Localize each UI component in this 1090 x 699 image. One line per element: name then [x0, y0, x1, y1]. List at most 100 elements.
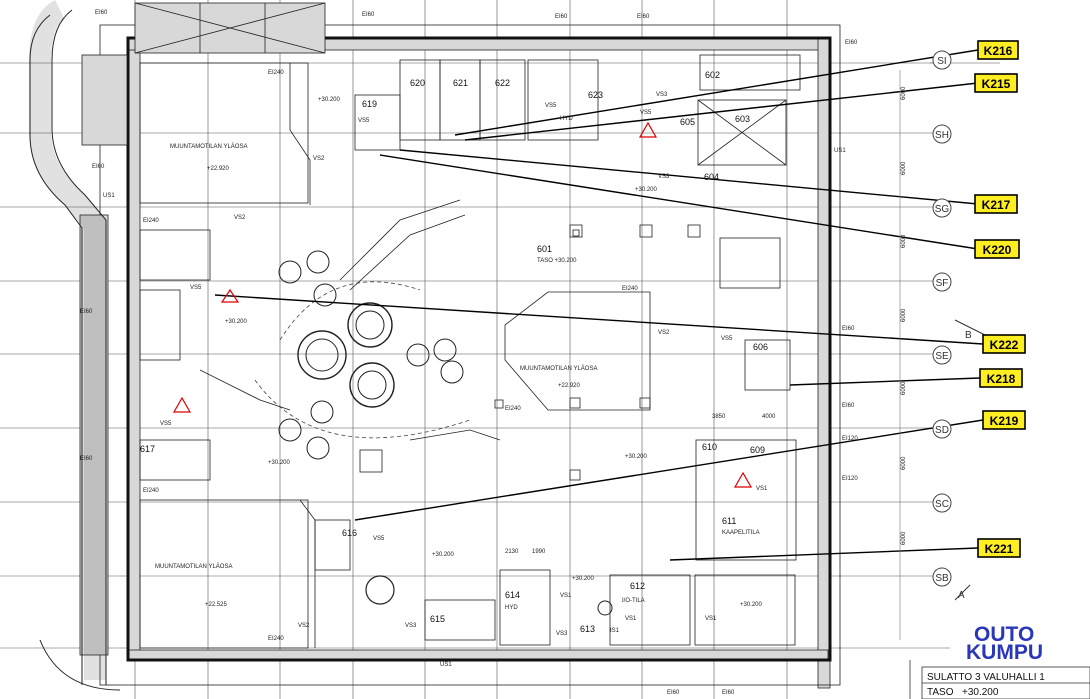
- room-611: 611: [722, 516, 736, 526]
- callout-k217: K217: [974, 194, 1018, 214]
- tag-ei240-5: EI240: [143, 488, 159, 494]
- dim-sf-se: 6000: [901, 308, 907, 322]
- tag-vs3-3: VS3: [405, 623, 417, 629]
- title-block: SULATTO 3 VALUHALLI 1 TASO +30.200: [909, 660, 1090, 699]
- room-partitions: [139, 54, 801, 649]
- callout-tags: K216 K215 K217 K220 K222 K218 K219 K221: [974, 40, 1026, 558]
- tag-us1-3: US1: [440, 662, 452, 668]
- tag-vs1-4: VS1: [705, 616, 717, 622]
- room-numbers: 601 603 604 605 606 609 610 611 612 613 …: [140, 70, 768, 634]
- axis-sb: [932, 567, 952, 587]
- dim-sd-sc: 6000: [901, 456, 907, 470]
- tag-vs1-1: VS1: [756, 486, 768, 492]
- tag-ei240-1: EI240: [268, 70, 284, 76]
- dim-sh-sg: 6000: [901, 161, 907, 175]
- level-8: +30.200: [635, 187, 658, 193]
- wall-tags: EI60 EI60 EI60 EI60 EI60 EI60 EI60 EI60 …: [80, 10, 858, 696]
- room-619: 619: [362, 99, 377, 109]
- label-lower-left-room: MUUNTAMOTILAN YLÄOSA: [155, 563, 232, 570]
- tag-ei60-1: EI60: [95, 10, 108, 16]
- tag-vs1-3: VS1: [625, 616, 637, 622]
- room-602: 602: [705, 70, 720, 80]
- title-block-line1: SULATTO 3 VALUHALLI 1: [927, 672, 1045, 683]
- tag-vs5-2: VS5: [358, 118, 370, 124]
- tag-ei60-8: EI60: [80, 456, 93, 462]
- callout-k215: K215: [974, 73, 1018, 93]
- callout-leaders: [214, 49, 984, 561]
- tag-ei60-6: EI60: [92, 164, 105, 170]
- axis-sf: [932, 272, 952, 292]
- level-3: +30.200: [268, 460, 291, 466]
- tag-vs5-5: VS5: [160, 421, 172, 427]
- tag-us1-1: US1: [103, 193, 115, 199]
- room-614: 614: [505, 590, 520, 600]
- dim-sg-sf: 6000: [901, 234, 907, 248]
- callout-k219-label: K219: [990, 414, 1019, 428]
- room-616: 616: [342, 528, 357, 538]
- tag-vs1-2: VS1: [560, 593, 572, 599]
- axis-label-sf: SF: [936, 278, 949, 289]
- tag-vs3-4: VS3: [556, 631, 568, 637]
- building-walls: [79, 2, 841, 689]
- label-taso-601: TASO +30.200: [537, 258, 577, 264]
- room-623: 623: [588, 90, 603, 100]
- tag-ei60-3: EI60: [555, 14, 568, 20]
- dim-3850: 3850: [712, 414, 726, 420]
- axis-sc: [932, 493, 952, 513]
- room-615: 615: [430, 614, 445, 624]
- room-604: 604: [704, 172, 719, 182]
- callout-k217-label: K217: [982, 198, 1011, 212]
- logo-text-bottom: KUMPU: [966, 641, 1043, 664]
- tag-vs5-7: VS5: [373, 536, 385, 542]
- room-606: 606: [753, 342, 768, 352]
- tag-ei240-6: EI240: [268, 636, 284, 642]
- callout-k222-label: K222: [990, 338, 1019, 352]
- axis-sg: [932, 198, 952, 218]
- room-622: 622: [495, 78, 510, 88]
- tag-ei240-2: EI240: [143, 218, 159, 224]
- axis-label-sc: SC: [935, 499, 949, 510]
- label-io-tila: I/O-TILA: [622, 598, 645, 604]
- title-block-taso-label: TASO: [927, 687, 954, 698]
- tag-ei60-10: EI60: [842, 403, 855, 409]
- room-613: 613: [580, 624, 595, 634]
- callout-k220: K220: [974, 239, 1020, 259]
- callout-k222: K222: [982, 334, 1026, 354]
- level-5: +30.200: [432, 552, 455, 558]
- tag-ei60-4: EI60: [637, 14, 650, 20]
- room-601: 601: [537, 244, 552, 254]
- tag-vs5-3: VS5: [640, 110, 652, 116]
- section-mark-b: B: [965, 330, 972, 341]
- axis-markers: SI SH SG SF SE SD SC SB 6000 6000 6000 6…: [899, 50, 1000, 640]
- level-10: +22.920: [558, 383, 581, 389]
- room-612: 612: [630, 581, 645, 591]
- dim-4000: 4000: [762, 414, 776, 420]
- red-markers: [172, 121, 753, 488]
- callout-k221: K221: [977, 538, 1021, 558]
- tag-ei240-4: EI240: [505, 406, 521, 412]
- axis-label-si: SI: [937, 56, 946, 67]
- callout-k216: K216: [977, 40, 1019, 60]
- label-upper-left-room: MUUNTAMOTILAN YLÄOSA: [170, 143, 247, 150]
- callout-k215-label: K215: [982, 77, 1011, 91]
- section-mark-a: A: [958, 590, 965, 601]
- dim-1990: 1990: [532, 549, 546, 555]
- level-6: +30.200: [572, 576, 595, 582]
- tag-ei60-5: EI60: [845, 40, 858, 46]
- label-hyd: HYD: [505, 605, 518, 611]
- tag-vs5-6: VS5: [721, 336, 733, 342]
- title-block-taso-value: +30.200: [962, 687, 999, 698]
- label-hyd-upper: HYD: [560, 116, 573, 122]
- tag-ei240-3: EI240: [622, 286, 638, 292]
- tag-vs2-2: VS2: [234, 215, 246, 221]
- room-605: 605: [680, 117, 695, 127]
- tag-vs2-3: VS2: [658, 330, 670, 336]
- axis-label-sd: SD: [935, 425, 949, 436]
- axis-label-sb: SB: [935, 573, 949, 584]
- structural-grid: [0, 0, 950, 699]
- tag-ei60-7: EI60: [80, 309, 93, 315]
- room-621: 621: [453, 78, 468, 88]
- logo-text-top: OUTO: [974, 623, 1034, 646]
- callout-k216-label: K216: [984, 44, 1013, 58]
- tag-ei60-11: EI60: [667, 690, 680, 696]
